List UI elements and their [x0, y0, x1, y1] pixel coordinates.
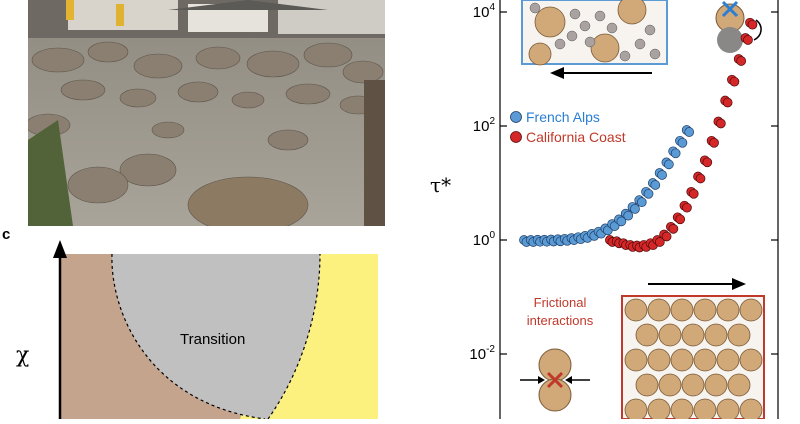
legend-california-coast: California Coast [526, 129, 626, 145]
transition-region [111, 254, 320, 419]
large-particle [727, 323, 751, 347]
frictional-contact-icon [520, 348, 590, 412]
large-particle [658, 323, 682, 347]
large-particle [635, 373, 659, 397]
large-particle [704, 373, 728, 397]
french-alps-point [664, 159, 674, 170]
french-alps-point [616, 216, 627, 227]
y-tick-label: 10-2 [469, 344, 495, 363]
california-coast-point [682, 202, 692, 213]
california-coast-point [702, 157, 713, 168]
large-particle [727, 373, 751, 397]
large-particle [670, 398, 694, 422]
regime-diagram: Transition χ [0, 234, 390, 420]
french-alps-point [670, 148, 681, 159]
chi-axis-label: χ [16, 343, 29, 368]
california-coast-point [675, 214, 686, 225]
california-coast-point [736, 56, 747, 66]
french-alps-point [677, 137, 688, 148]
large-particle [647, 298, 671, 322]
california-coast-point [709, 137, 719, 148]
large-particle [739, 348, 763, 372]
y-tick-label: 100 [473, 230, 496, 249]
frictional-annotation-2: interactions [527, 313, 594, 328]
transition-boundary-left [111, 253, 266, 420]
large-particle [635, 323, 659, 347]
panel-c-label: c [2, 226, 11, 243]
california-coast-point [729, 76, 740, 87]
large-particle [681, 373, 705, 397]
large-particle [693, 348, 717, 372]
transition-label: Transition [180, 331, 245, 348]
large-particle [739, 298, 763, 322]
y-axis-label: τ* [430, 173, 451, 197]
large-particle [704, 323, 728, 347]
french-alps-point [623, 210, 634, 221]
large-particle [624, 298, 648, 322]
transition-boundary-right [267, 253, 321, 420]
california-coast-point [716, 118, 726, 129]
california-coast-point [661, 231, 672, 242]
french-alps-point [630, 204, 640, 214]
large-particle [624, 398, 648, 422]
large-particle [624, 348, 648, 372]
california-coast-point [743, 35, 753, 45]
large-particle [693, 398, 717, 422]
california-coast-point [747, 19, 758, 30]
lubricated-contact-icon [715, 0, 762, 53]
large-particle [716, 398, 740, 422]
y-tick-label: 102 [473, 116, 496, 135]
french-alps-point [684, 127, 695, 137]
california-coast-point [722, 97, 733, 108]
large-particle [739, 398, 763, 422]
french-alps-point [657, 170, 667, 180]
large-particle [716, 348, 740, 372]
french-alps-point [650, 180, 661, 190]
large-particle [670, 298, 694, 322]
large-particle [647, 398, 671, 422]
california-coast-point [688, 188, 699, 199]
large-particle [716, 298, 740, 322]
california-coast-point [654, 237, 665, 247]
french-alps-point [643, 188, 654, 199]
inset-bottom-packing [621, 278, 765, 422]
california-coast-point [695, 173, 706, 184]
french-alps-point [636, 197, 647, 208]
tau-star-chart: Frictional interactions 104 102 100 10-2 τ*… [400, 0, 800, 422]
california-coast-point [668, 224, 679, 234]
large-particle [647, 348, 671, 372]
large-particle [681, 323, 705, 347]
legend: French Alps California Coast [510, 109, 626, 145]
chi-axis-arrowhead [53, 240, 67, 258]
large-particle [693, 298, 717, 322]
legend-french-alps: French Alps [526, 109, 600, 125]
large-particle [670, 348, 694, 372]
inset-top-packing [521, 0, 668, 79]
y-tick-label: 104 [473, 2, 496, 21]
debris-flow-photo [28, 0, 385, 226]
large-particle [658, 373, 682, 397]
frictional-annotation: Frictional [534, 295, 587, 310]
